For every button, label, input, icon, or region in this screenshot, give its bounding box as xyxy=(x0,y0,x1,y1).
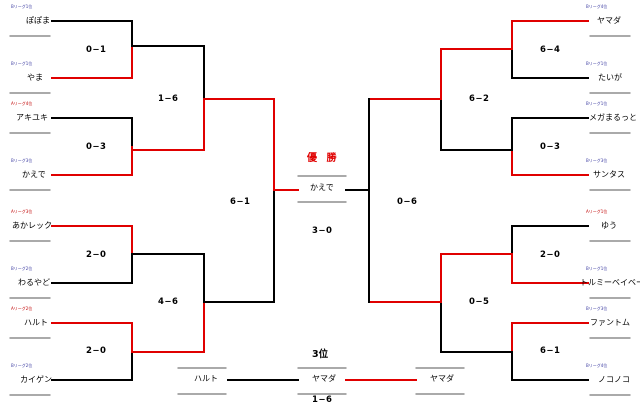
player-name: かえで xyxy=(22,170,46,179)
third-place-score: 1−6 xyxy=(312,395,333,405)
player-name: わるやど xyxy=(18,278,50,287)
player-name: カイゲン xyxy=(20,375,52,384)
league-label: Bリーグ2位 xyxy=(11,363,33,368)
player-name: あかレック xyxy=(12,221,52,230)
league-label: Bリーグ1位 xyxy=(586,101,608,106)
champion-name: かえで xyxy=(310,183,334,192)
league-label: Bリーグ1位 xyxy=(586,266,608,271)
league-label: Bリーグ4位 xyxy=(586,4,608,9)
match-score: 6−4 xyxy=(540,45,561,55)
match-score: 0−3 xyxy=(86,142,107,152)
player-name: ハルト xyxy=(24,318,48,327)
final-score: 3−0 xyxy=(312,226,333,236)
third-place-player: ヤマダ xyxy=(430,374,454,383)
match-score: 4−6 xyxy=(158,297,179,307)
league-label: Bリーグ1位 xyxy=(11,61,33,66)
league-label: Aリーグ4位 xyxy=(11,101,33,106)
league-label: Bリーグ1位 xyxy=(11,4,33,9)
league-label: Aリーグ2位 xyxy=(11,306,33,311)
match-score: 0−5 xyxy=(469,297,490,307)
player-name: ファントム xyxy=(590,318,630,327)
player-name: メガまるっと xyxy=(589,113,637,122)
match-score: 1−6 xyxy=(158,94,179,104)
player-name: ゆう xyxy=(601,221,617,230)
player-name: ヤマダ xyxy=(597,16,621,25)
player-name: サンタス xyxy=(593,170,625,179)
third-place-player: ハルト xyxy=(194,374,218,383)
league-label: Bリーグ3位 xyxy=(586,158,608,163)
match-score: 6−2 xyxy=(469,94,490,104)
league-label: Bリーグ2位 xyxy=(11,266,33,271)
match-score: 6−1 xyxy=(540,346,561,356)
player-name: たいが xyxy=(598,73,622,82)
league-label: Aリーグ3位 xyxy=(11,209,33,214)
player-name: やま xyxy=(27,73,43,82)
league-label: Bリーグ3位 xyxy=(586,306,608,311)
league-label: Bリーグ4位 xyxy=(586,363,608,368)
league-label: Bリーグ1位 xyxy=(586,61,608,66)
player-name: ぽぽま xyxy=(26,16,50,25)
league-label: Aリーグ1位 xyxy=(586,209,608,214)
match-score: 0−1 xyxy=(86,45,107,55)
player-name: ノコノコ xyxy=(598,375,630,384)
match-score: 2−0 xyxy=(86,250,107,260)
match-score: 2−0 xyxy=(86,346,107,356)
third-place-title: 3位 xyxy=(312,349,329,360)
match-score: 0−3 xyxy=(540,142,561,152)
third-place-player: ヤマダ xyxy=(312,374,336,383)
player-name: トルミーベイベー xyxy=(580,278,640,287)
match-score: 6−1 xyxy=(230,197,251,207)
league-label: Bリーグ3位 xyxy=(11,158,33,163)
player-name: アキユキ xyxy=(16,113,48,122)
match-score: 0−6 xyxy=(397,197,418,207)
champion-title: 優 勝 xyxy=(307,153,340,164)
match-score: 2−0 xyxy=(540,250,561,260)
